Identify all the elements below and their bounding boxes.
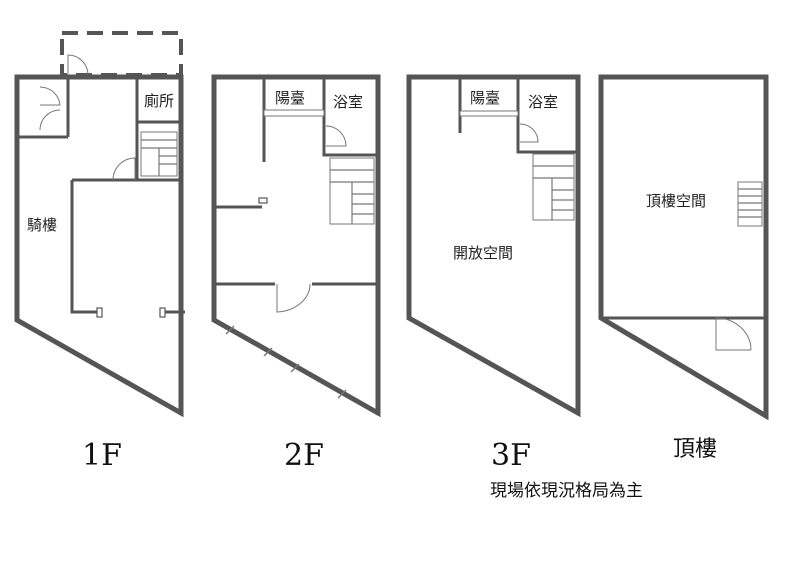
door-arc xyxy=(519,123,539,143)
note-text: 現場依現況格局為主 xyxy=(490,481,643,501)
floor-label: 3F xyxy=(491,438,531,473)
column-marker xyxy=(159,307,166,318)
stairs-1f xyxy=(140,131,178,177)
door-arc xyxy=(325,125,347,147)
room-label: 騎樓 xyxy=(27,216,57,234)
stairs-2f xyxy=(329,157,375,225)
hall-partition xyxy=(70,178,181,314)
room-label: 開放空間 xyxy=(453,244,513,262)
balcony-partition xyxy=(262,77,378,162)
floor-plan-1f: 廁所 騎樓 1F xyxy=(14,31,185,473)
outer-wall xyxy=(211,74,381,418)
entry-partition xyxy=(17,77,70,139)
dashed-extension xyxy=(60,31,183,77)
door-arc xyxy=(276,283,311,313)
outer-wall xyxy=(14,74,184,418)
room-label: 陽臺 xyxy=(275,89,305,107)
room-label: 陽臺 xyxy=(470,89,500,107)
room-label: 浴室 xyxy=(528,93,558,111)
door-arc xyxy=(67,54,89,76)
window-sill xyxy=(263,109,325,117)
window-sill xyxy=(459,110,519,117)
floor-label: 2F xyxy=(284,438,324,473)
column-marker xyxy=(96,307,103,318)
outer-wall xyxy=(598,74,769,421)
column-marker xyxy=(258,197,268,204)
interior-partition xyxy=(214,205,378,286)
door-arc xyxy=(39,86,61,106)
toilet-partition xyxy=(135,77,181,180)
floor-label: 1F xyxy=(82,438,122,473)
floor-plan-2f: 陽臺 浴室 2F xyxy=(211,74,381,473)
room-label: 廁所 xyxy=(144,92,174,110)
door-arc xyxy=(112,157,136,181)
outer-wall xyxy=(406,74,581,418)
balcony-partition xyxy=(458,77,578,154)
stairs-roof xyxy=(737,181,763,227)
window-marks xyxy=(225,325,347,399)
door-arc xyxy=(39,109,61,131)
floor-plan-roof: 頂樓空間 頂樓 xyxy=(598,74,769,462)
stairs-3f xyxy=(532,153,575,221)
room-label: 浴室 xyxy=(333,93,363,111)
floor-label: 頂樓 xyxy=(673,437,717,462)
floor-plan-3f: 陽臺 浴室 開放空間 3F xyxy=(406,74,581,473)
door-arc xyxy=(715,317,752,351)
room-label: 頂樓空間 xyxy=(646,192,706,210)
